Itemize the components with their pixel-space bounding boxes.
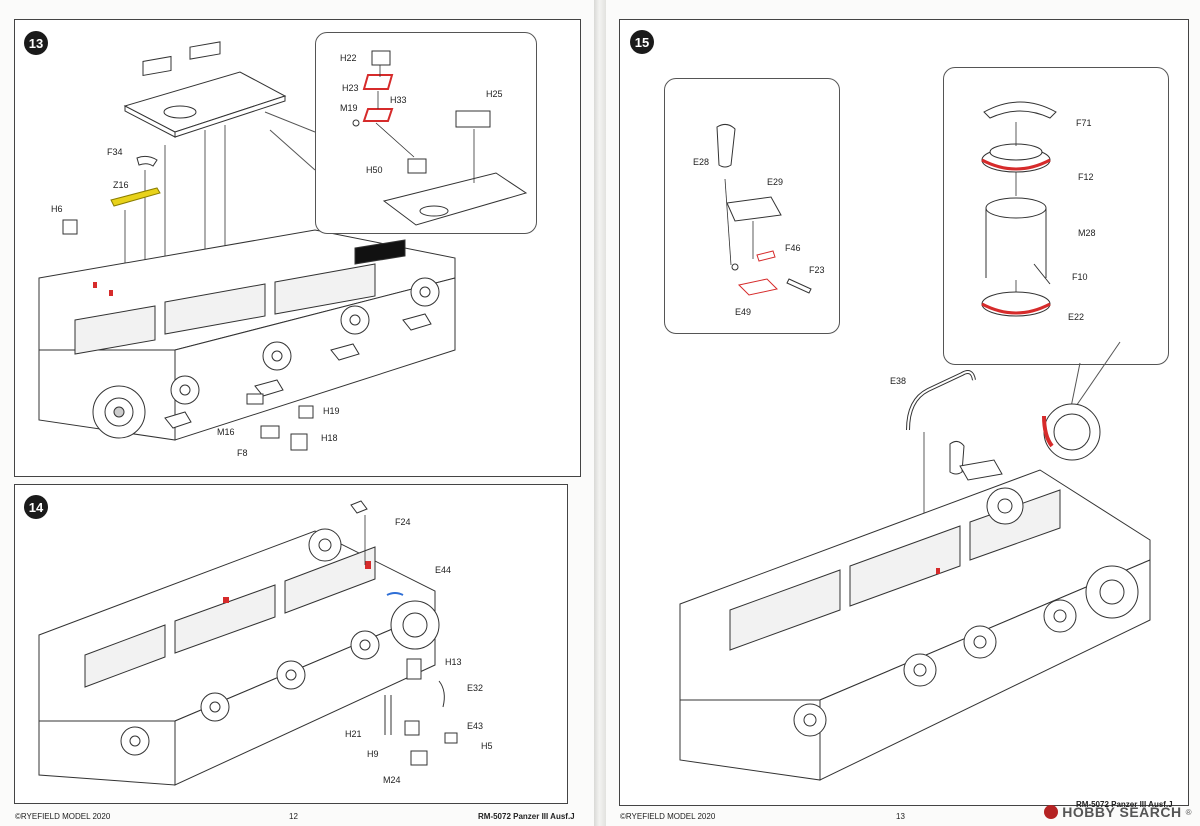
step-14-badge: 14	[24, 495, 48, 519]
part-label-h19: H19	[323, 406, 340, 416]
part-label-m24: M24	[383, 775, 401, 785]
step-13-panel: 13	[14, 19, 581, 477]
instruction-page-left: 13	[0, 0, 594, 826]
watermark-reg-mark: ®	[1185, 807, 1192, 817]
part-label-h25: H25	[486, 89, 503, 99]
footer-copyright-left: ©RYEFIELD MODEL 2020	[15, 812, 111, 821]
step-13-badge: 13	[24, 31, 48, 55]
part-label-h21: H21	[345, 729, 362, 739]
part-label-e29: E29	[767, 177, 784, 187]
hobby-search-logo-icon	[1044, 805, 1059, 819]
part-label-h6: H6	[51, 204, 63, 214]
part-label-f8: F8	[237, 448, 248, 458]
part-label-h22: H22	[340, 53, 357, 63]
part-label-z16: Z16	[113, 180, 129, 190]
part-label-h33: H33	[390, 95, 407, 105]
step-14-panel: 14	[14, 484, 568, 804]
step-15-badge: 15	[630, 30, 654, 54]
part-label-e32: E32	[467, 683, 484, 693]
part-label-e22: E22	[1068, 312, 1085, 322]
part-label-f34: F34	[107, 147, 123, 157]
part-label-e49: E49	[735, 307, 752, 317]
part-label-h9: H9	[367, 749, 379, 759]
step-15-seat-drawing	[716, 123, 812, 296]
footer-product-right: RM-5072 Panzer III Ausf.J	[1076, 800, 1173, 809]
book-spine	[594, 0, 606, 826]
hobby-search-watermark: HOBBY SEARCH®	[1044, 804, 1192, 820]
step-15-panel: 15 E28 E29 F46 F23 E49	[619, 19, 1189, 806]
step-15-hull-drawing	[679, 341, 1151, 781]
part-label-f10: F10	[1072, 272, 1088, 282]
watermark-text: HOBBY SEARCH	[1062, 804, 1182, 820]
part-label-f71: F71	[1076, 118, 1092, 128]
step-13-detail-inset: H22 H23 M19 H33 H25 H50	[315, 32, 537, 234]
part-label-h5: H5	[481, 741, 493, 751]
step-15-seat-inset: E28 E29 F46 F23 E49	[664, 78, 840, 334]
part-label-h13: H13	[445, 657, 462, 667]
part-label-e28: E28	[693, 157, 710, 167]
step-13-drawing	[38, 41, 456, 451]
footer-page-number-right: 13	[896, 812, 905, 821]
part-label-m28: M28	[1078, 228, 1096, 238]
part-label-h50: H50	[366, 165, 383, 175]
part-label-e44: E44	[435, 565, 452, 575]
step-15-hatch-inset: F71 F12 M28 F10 E22	[943, 67, 1169, 365]
part-label-m19: M19	[340, 103, 358, 113]
part-label-f24: F24	[395, 517, 411, 527]
part-label-f46: F46	[785, 243, 801, 253]
footer-product-left: RM-5072 Panzer III Ausf.J	[478, 812, 575, 821]
footer-copyright-right: ©RYEFIELD MODEL 2020	[620, 812, 716, 821]
step-14-drawing	[38, 500, 458, 786]
part-label-e38: E38	[890, 376, 907, 386]
step-15-hatch-drawing	[981, 101, 1057, 317]
footer-page-number-left: 12	[289, 812, 298, 821]
part-label-e43: E43	[467, 721, 484, 731]
part-label-m16: M16	[217, 427, 235, 437]
part-label-h18: H18	[321, 433, 338, 443]
part-label-h23: H23	[342, 83, 359, 93]
part-label-f12: F12	[1078, 172, 1094, 182]
instruction-page-right: 15 E28 E29 F46 F23 E49	[606, 0, 1200, 826]
part-label-f23: F23	[809, 265, 825, 275]
step-13-inset-drawing	[352, 50, 528, 226]
